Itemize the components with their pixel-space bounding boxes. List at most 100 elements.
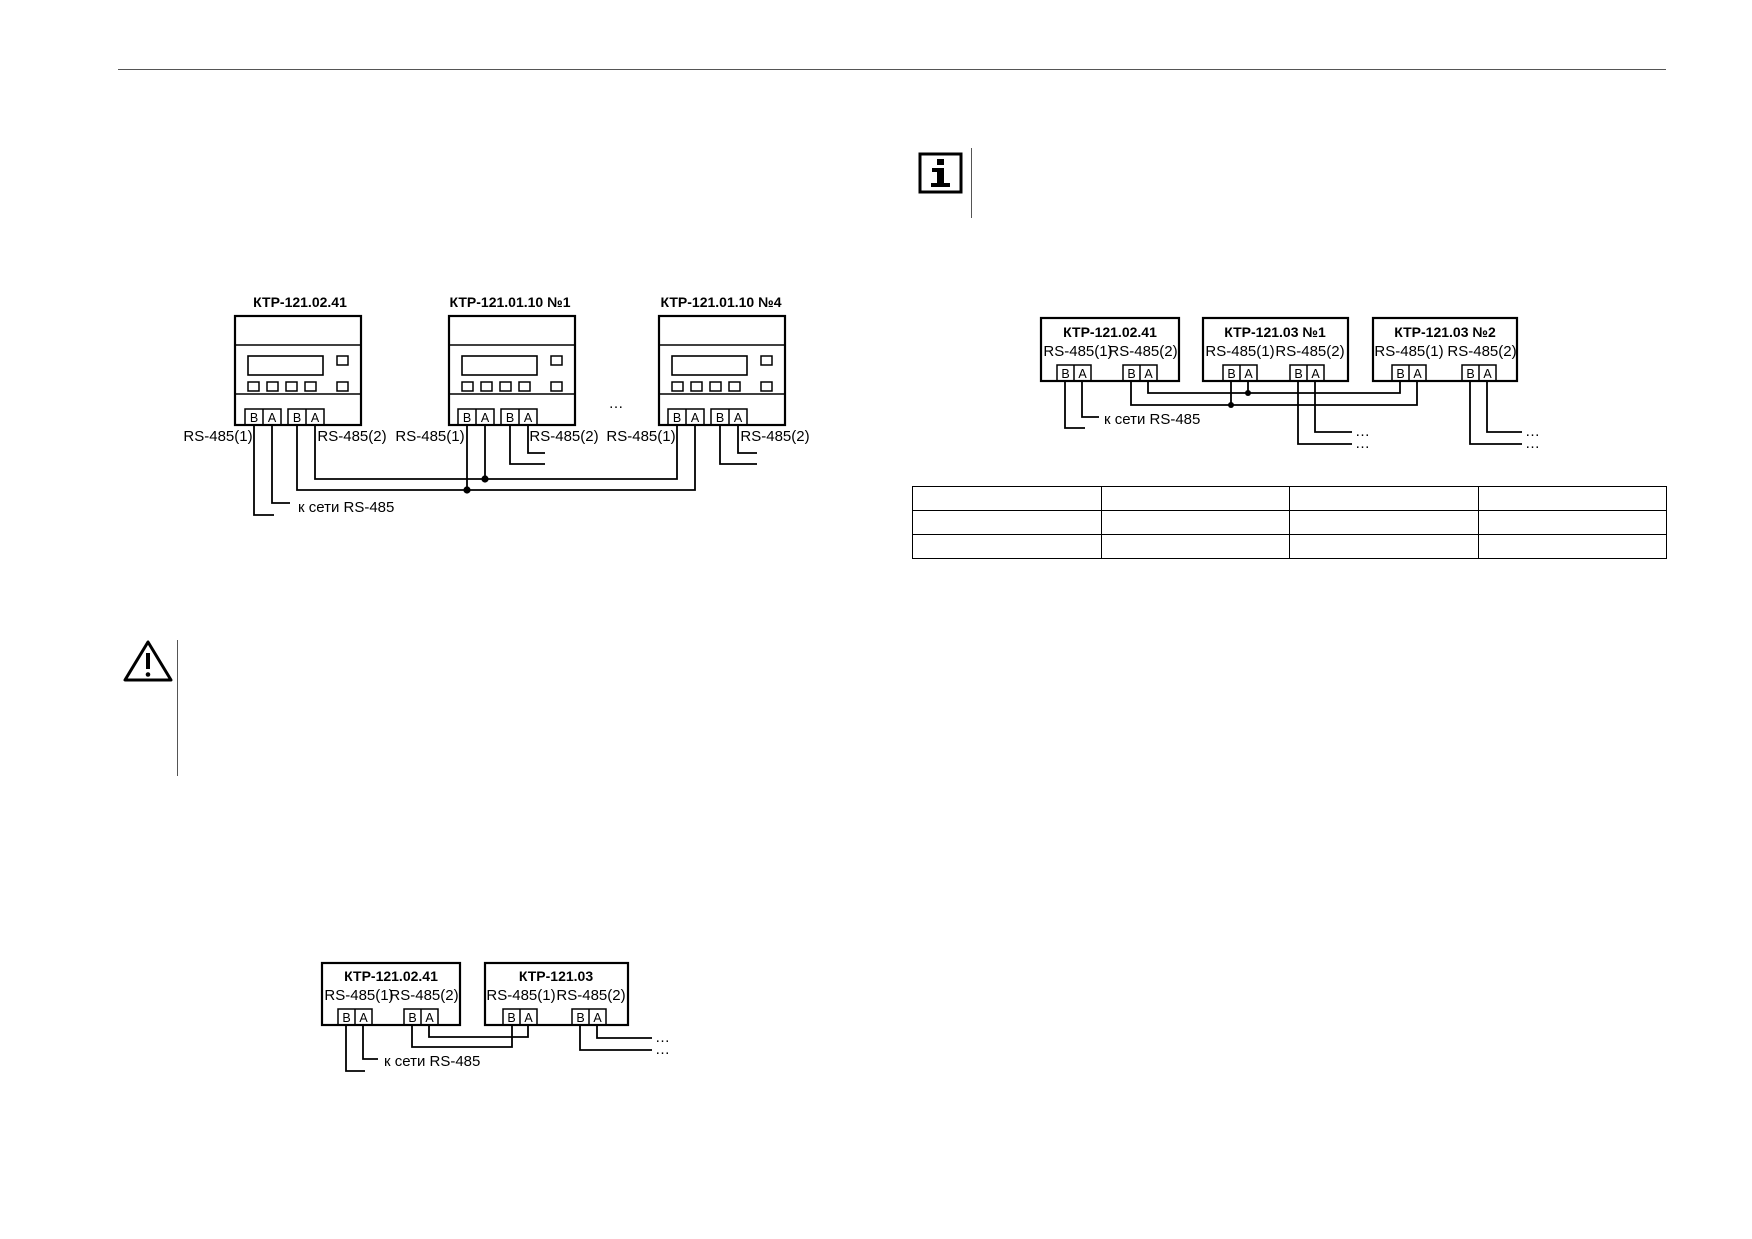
terminal-b: B xyxy=(1127,367,1135,381)
terminal-a: A xyxy=(311,411,320,425)
port-label-left: RS-485(1) xyxy=(606,428,675,445)
terminal-a: A xyxy=(1413,367,1422,381)
junction-dot xyxy=(481,475,489,483)
ellipsis: … xyxy=(1355,435,1370,452)
table-cell xyxy=(1477,486,1667,511)
device-title: КТР-121.02.41 xyxy=(253,294,347,310)
table-row xyxy=(912,486,1667,511)
device-ktr-121-01-10-1: КТР-121.01.10 №1 B A B A RS-485(1) RS-48… xyxy=(395,294,598,445)
table-cell xyxy=(1289,534,1479,559)
terminal-a: A xyxy=(1483,367,1492,381)
warning-note-bar xyxy=(177,640,178,776)
port-label-right: RS-485(2) xyxy=(556,987,625,1004)
wiring xyxy=(1064,381,1522,445)
table-cell xyxy=(912,486,1102,511)
ellipsis: … xyxy=(609,395,624,412)
table-cell xyxy=(1477,534,1667,559)
device-ktr-121-03-1: КТР-121.03 №1 RS-485(1) RS-485(2) B A B … xyxy=(1201,316,1350,383)
terminal-a: A xyxy=(734,411,743,425)
device-ktr-121-03-2: КТР-121.03 №2 RS-485(1) RS-485(2) B A B … xyxy=(1371,316,1519,383)
port-label-right: RS-485(2) xyxy=(1108,343,1177,360)
terminal-a: A xyxy=(1078,367,1087,381)
ellipsis: … xyxy=(655,1041,670,1058)
device-title: КТР-121.01.10 №1 xyxy=(449,294,570,310)
table-cell xyxy=(1100,486,1290,511)
table-cell xyxy=(1100,510,1290,535)
port-label-left: RS-485(1) xyxy=(183,428,252,445)
table-row xyxy=(912,510,1667,535)
terminal-b: B xyxy=(342,1011,350,1025)
port-label-left: RS-485(1) xyxy=(1374,343,1443,360)
terminal-b: B xyxy=(1396,367,1404,381)
terminal-a: A xyxy=(481,411,490,425)
terminal-a: A xyxy=(1144,367,1153,381)
wiring xyxy=(253,425,757,516)
table-cell xyxy=(912,510,1102,535)
display-screen xyxy=(671,355,748,376)
port-label-right: RS-485(2) xyxy=(1447,343,1516,360)
parameters-table xyxy=(912,486,1667,559)
junction-dot xyxy=(1228,402,1234,408)
device-title: КТР-121.03 №1 xyxy=(1224,324,1326,340)
ellipsis: … xyxy=(1525,423,1540,440)
network-label: к сети RS-485 xyxy=(1104,411,1200,428)
port-label-left: RS-485(1) xyxy=(395,428,464,445)
terminal-a: A xyxy=(359,1011,368,1025)
device-title: КТР-121.03 xyxy=(519,968,593,984)
info-note-bar xyxy=(971,148,972,218)
terminal-a: A xyxy=(593,1011,602,1025)
device-title: КТР-121.02.41 xyxy=(1063,324,1157,340)
terminal-b: B xyxy=(293,411,301,425)
terminal-b: B xyxy=(1227,367,1235,381)
port-label-left: RS-485(1) xyxy=(486,987,555,1004)
table-cell xyxy=(1100,534,1290,559)
device-ktr-121-01-10-4: КТР-121.01.10 №4 B A B A RS-485(1) RS-48… xyxy=(606,294,809,445)
network-label: к сети RS-485 xyxy=(384,1053,480,1070)
terminal-b: B xyxy=(576,1011,584,1025)
terminal-b: B xyxy=(1466,367,1474,381)
device-title: КТР-121.03 №2 xyxy=(1394,324,1496,340)
table-row xyxy=(912,534,1667,559)
device-ktr-121-02-41: КТР-121.02.41 B A B A RS-485(1) RS-485(2… xyxy=(183,294,386,445)
terminal-b: B xyxy=(1294,367,1302,381)
terminal-a: A xyxy=(524,1011,533,1025)
terminal-b: B xyxy=(716,411,724,425)
device-ktr-121-02-41: КТР-121.02.41 RS-485(1) RS-485(2) B A B … xyxy=(320,961,462,1027)
port-label-right: RS-485(2) xyxy=(740,428,809,445)
terminal-a: A xyxy=(524,411,533,425)
table-cell xyxy=(1289,486,1479,511)
port-label-right: RS-485(2) xyxy=(529,428,598,445)
port-label-right: RS-485(2) xyxy=(389,987,458,1004)
display-screen xyxy=(247,355,324,376)
port-label-left: RS-485(1) xyxy=(324,987,393,1004)
port-label-left: RS-485(1) xyxy=(1205,343,1274,360)
wiring xyxy=(345,1025,652,1072)
terminal-b: B xyxy=(250,411,258,425)
junction-dot xyxy=(463,486,471,494)
terminal-b: B xyxy=(463,411,471,425)
ellipsis: … xyxy=(1355,423,1370,440)
device-ktr-121-02-41: КТР-121.02.41 RS-485(1) RS-485(2) B A B … xyxy=(1039,316,1181,383)
terminal-a: A xyxy=(1311,367,1320,381)
ellipsis: … xyxy=(655,1029,670,1046)
port-label-left: RS-485(1) xyxy=(1043,343,1112,360)
terminal-b: B xyxy=(673,411,681,425)
terminal-a: A xyxy=(1244,367,1253,381)
terminal-b: B xyxy=(408,1011,416,1025)
table-cell xyxy=(1289,510,1479,535)
device-ktr-121-03: КТР-121.03 RS-485(1) RS-485(2) B A B A xyxy=(483,961,630,1027)
device-title: КТР-121.02.41 xyxy=(344,968,438,984)
terminal-a: A xyxy=(268,411,277,425)
ellipsis: … xyxy=(1525,435,1540,452)
terminal-b: B xyxy=(507,1011,515,1025)
terminal-b: B xyxy=(506,411,514,425)
terminal-b: B xyxy=(1061,367,1069,381)
table-cell xyxy=(1477,510,1667,535)
header-rule xyxy=(118,69,1666,70)
port-label-right: RS-485(2) xyxy=(317,428,386,445)
device-title: КТР-121.01.10 №4 xyxy=(660,294,781,310)
terminal-a: A xyxy=(691,411,700,425)
